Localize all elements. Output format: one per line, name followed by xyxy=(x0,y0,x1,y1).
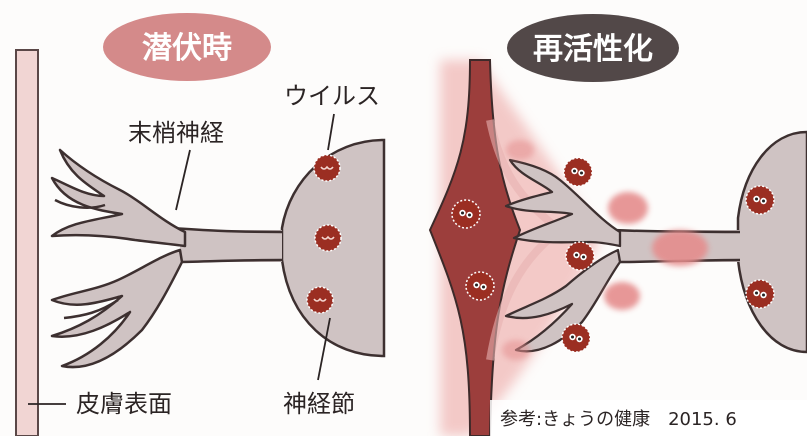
latent-badge-text: 潜伏時 xyxy=(142,31,232,66)
label-skin-surface: 皮膚表面 xyxy=(76,390,172,418)
peripheral-nerve xyxy=(52,150,185,367)
latent-panel: 潜伏時 ウイルス 末梢神経 皮膚表面 神経節 xyxy=(16,13,384,436)
reactivation-badge-text: 再活性化 xyxy=(533,32,653,67)
label-virus: ウイルス xyxy=(284,82,380,110)
ganglion-right xyxy=(738,132,807,352)
axon xyxy=(180,230,282,262)
skin-layer xyxy=(16,50,38,436)
reactivation-panel: 再活性化 参考:きょうの健康 2015. 6 xyxy=(430,14,807,436)
source-citation: 参考:きょうの健康 2015. 6 xyxy=(500,409,737,430)
label-ganglion: 神経節 xyxy=(283,390,355,418)
label-peripheral-nerve: 末梢神経 xyxy=(128,119,224,147)
